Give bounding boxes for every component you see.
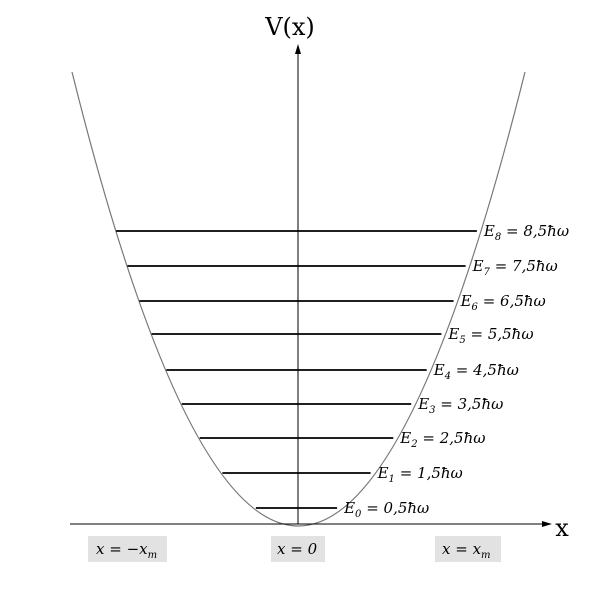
energy-level-label: E7 = 7,5ħω [472, 257, 558, 278]
position-right-text: x = x [442, 540, 482, 558]
energy-label-symbol: E [447, 325, 459, 343]
energy-label-symbol: E [460, 292, 472, 310]
energy-label-symbol: E [472, 257, 484, 275]
energy-label-subscript: 1 [389, 474, 395, 485]
energy-label-symbol: E [343, 499, 355, 517]
energy-label-value: = 2,5ħω [418, 429, 486, 447]
energy-level-label: E6 = 6,5ħω [460, 292, 546, 313]
energy-label-symbol: E [483, 222, 495, 240]
energy-label-symbol: E [417, 395, 429, 413]
energy-level-label: E0 = 0,5ħω [343, 499, 429, 520]
energy-label-value: = 3,5ħω [436, 395, 504, 413]
svg-text:x = −xm: x = −xm [96, 540, 157, 561]
energy-level-label: E1 = 1,5ħω [377, 464, 463, 485]
energy-level-label: E3 = 3,5ħω [417, 395, 503, 416]
energy-level-label: E4 = 4,5ħω [433, 361, 519, 382]
energy-label-subscript: 2 [410, 439, 417, 450]
energy-label-subscript: 8 [495, 232, 501, 243]
potential-parabola [71, 71, 526, 527]
energy-label-value: = 8,5ħω [501, 222, 569, 240]
energy-label-symbol: E [377, 464, 389, 482]
energy-label-value: = 6,5ħω [478, 292, 546, 310]
position-center-text: x = 0 [277, 540, 318, 558]
energy-level-label: E8 = 8,5ħω [483, 222, 569, 243]
energy-label-subscript: 0 [355, 509, 362, 520]
energy-label-symbol: E [399, 429, 411, 447]
y-axis-label: V(x) [264, 13, 315, 41]
position-right-sub: m [481, 550, 490, 561]
svg-text:x = xm: x = xm [442, 540, 491, 561]
energy-label-symbol: E [433, 361, 445, 379]
position-left: x = −xm [88, 536, 167, 562]
y-axis-arrow [295, 44, 301, 54]
energy-label-subscript: 6 [472, 302, 479, 313]
position-right: x = xm [435, 536, 501, 562]
x-axis-arrow [542, 521, 552, 527]
energy-label-value: = 4,5ħω [451, 361, 519, 379]
energy-label-subscript: 3 [429, 405, 435, 416]
position-left-sub: m [148, 550, 157, 561]
position-left-text: x = −x [96, 540, 148, 558]
energy-level-label: E2 = 2,5ħω [399, 429, 485, 450]
energy-label-value: = 1,5ħω [395, 464, 463, 482]
energy-label-value: = 7,5ħω [490, 257, 558, 275]
energy-label-value: = 0,5ħω [361, 499, 429, 517]
energy-label-subscript: 5 [459, 335, 465, 346]
energy-label-subscript: 4 [444, 371, 451, 382]
energy-level-label: E5 = 5,5ħω [447, 325, 533, 346]
energy-label-value: = 5,5ħω [466, 325, 534, 343]
x-axis-label: x [555, 514, 569, 542]
position-center: x = 0 [271, 536, 325, 562]
energy-label-subscript: 7 [484, 267, 491, 278]
